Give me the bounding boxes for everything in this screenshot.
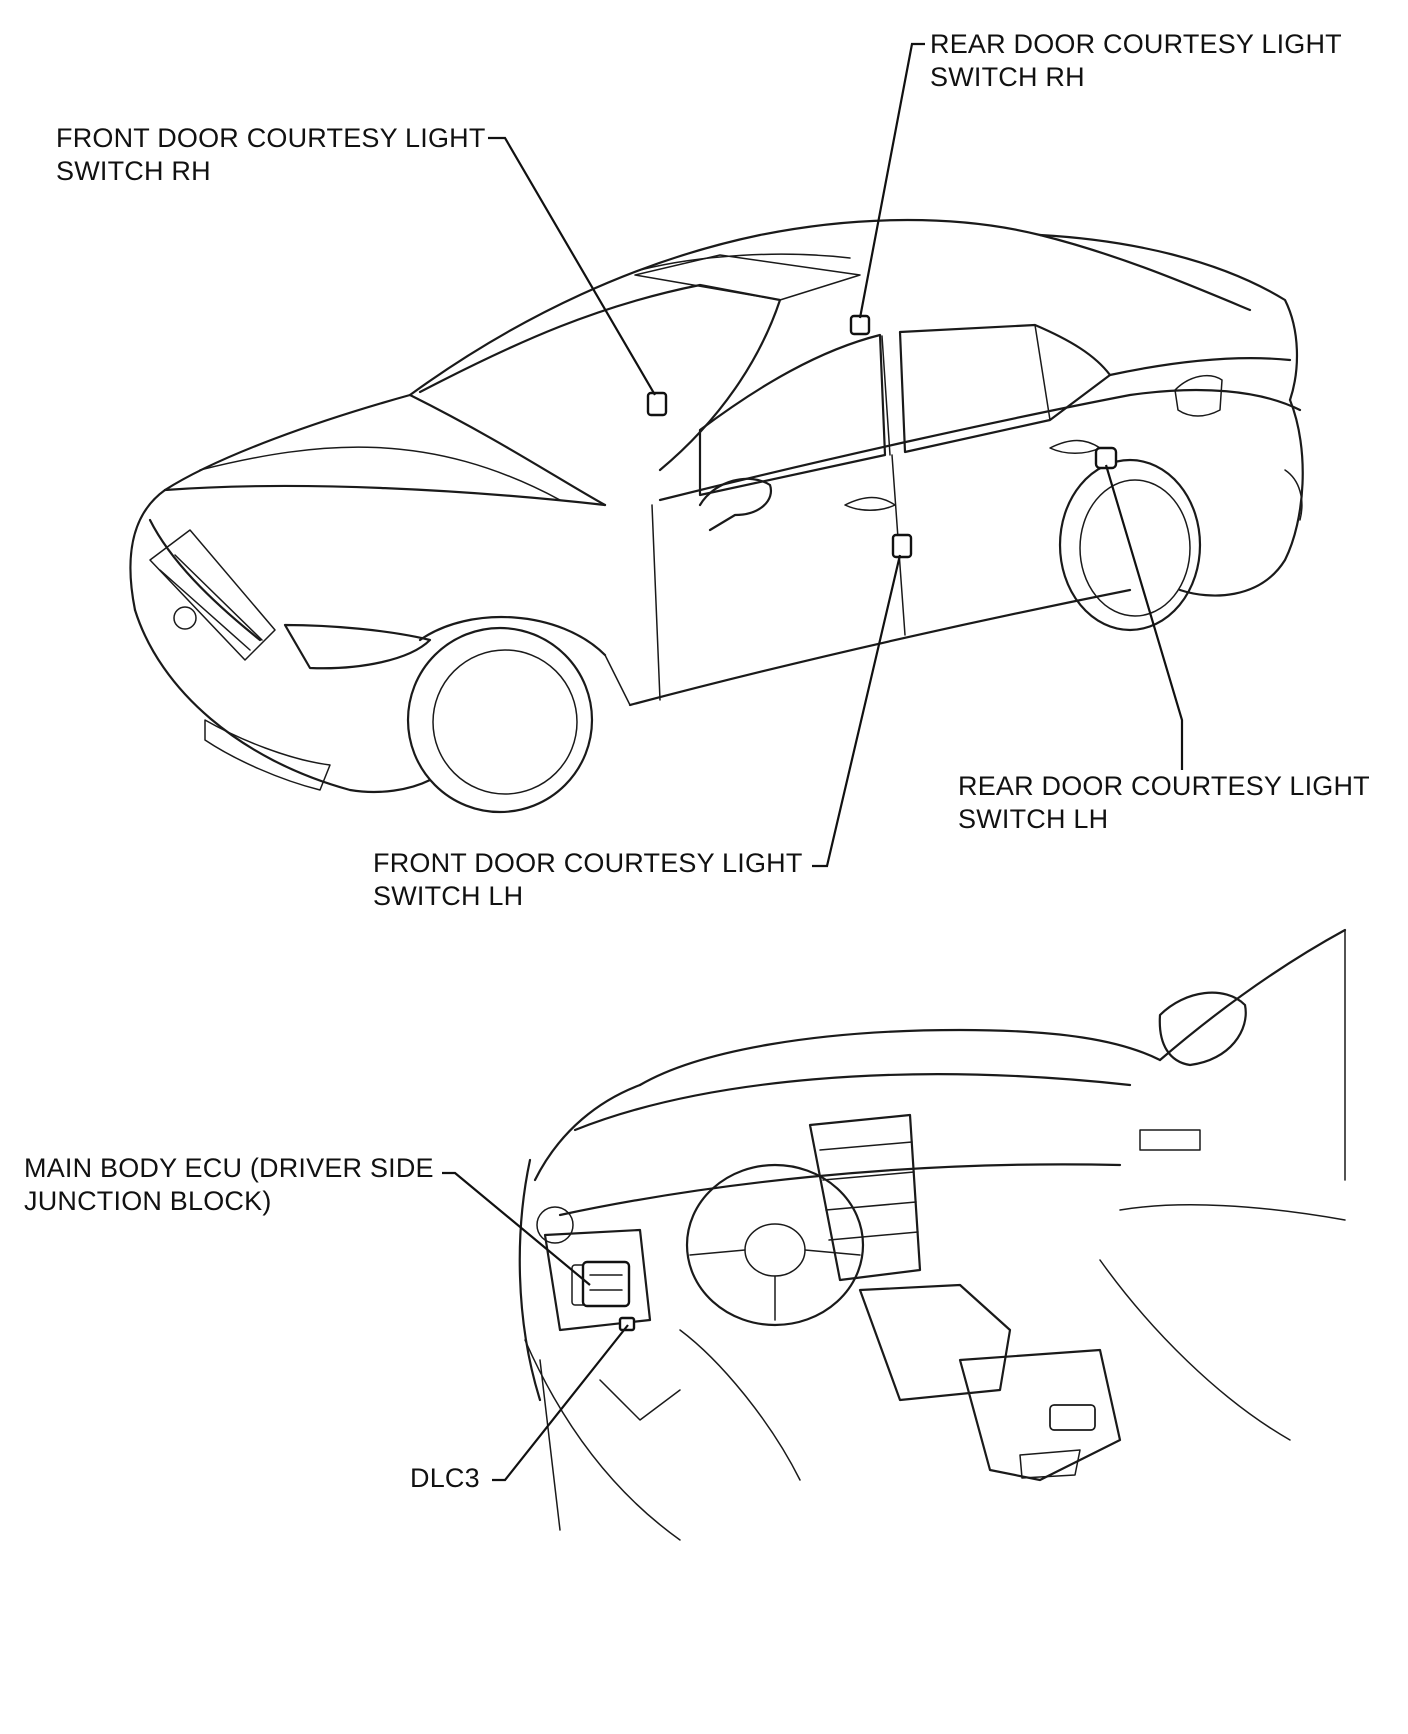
label-rear-door-courtesy-light-switch-rh: REAR DOOR COURTESY LIGHT SWITCH RH <box>930 28 1342 94</box>
label-line-2: JUNCTION BLOCK) <box>24 1186 272 1216</box>
dlc3-leader-line <box>492 1324 629 1482</box>
front-door-rh-switch-part <box>646 391 668 417</box>
front-rh-leader-line <box>488 136 656 396</box>
rear-lh-leader-line <box>1104 464 1184 770</box>
rear-rh-leader-line <box>858 42 925 319</box>
label-line-2: SWITCH LH <box>373 881 524 911</box>
label-line-2: SWITCH LH <box>958 804 1109 834</box>
label-line-1: REAR DOOR COURTESY LIGHT <box>930 29 1342 59</box>
label-line-2: SWITCH RH <box>56 156 211 186</box>
front-lh-leader-line <box>812 554 902 868</box>
label-front-door-courtesy-light-switch-rh: FRONT DOOR COURTESY LIGHT SWITCH RH <box>56 122 486 188</box>
label-line-2: SWITCH RH <box>930 62 1085 92</box>
label-front-door-courtesy-light-switch-lh: FRONT DOOR COURTESY LIGHT SWITCH LH <box>373 847 803 913</box>
label-dlc3: DLC3 <box>410 1462 480 1495</box>
label-line-1: DLC3 <box>410 1463 480 1493</box>
main-body-ecu-part <box>581 1260 631 1308</box>
label-line-1: FRONT DOOR COURTESY LIGHT <box>373 848 803 878</box>
label-line-1: REAR DOOR COURTESY LIGHT <box>958 771 1370 801</box>
dlc3-connector-part <box>618 1316 636 1332</box>
label-rear-door-courtesy-light-switch-lh: REAR DOOR COURTESY LIGHT SWITCH LH <box>958 770 1370 836</box>
rear-door-rh-switch-part <box>849 314 871 336</box>
front-door-lh-switch-part <box>891 533 913 559</box>
main-body-ecu-leader-line <box>442 1171 591 1286</box>
label-main-body-ecu: MAIN BODY ECU (DRIVER SIDE JUNCTION BLOC… <box>24 1152 434 1218</box>
interior-dashboard-illustration <box>518 928 1347 1541</box>
car-exterior-illustration <box>129 218 1304 814</box>
label-line-1: FRONT DOOR COURTESY LIGHT <box>56 123 486 153</box>
label-line-1: MAIN BODY ECU (DRIVER SIDE <box>24 1153 434 1183</box>
